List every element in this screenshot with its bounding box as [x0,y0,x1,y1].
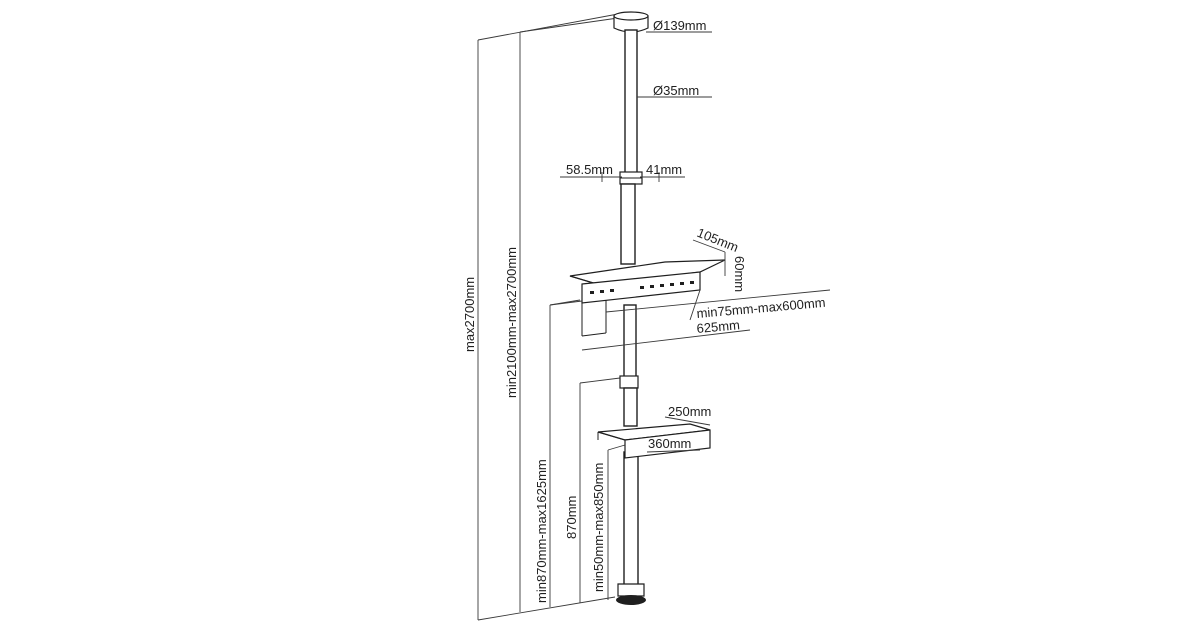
tv-bracket [549,239,831,351]
lower-pole [619,183,639,589]
clamp-right-label: 41mm [646,162,682,177]
bracket-height-range-label: min870mm-max1625mm [534,459,549,603]
upper-pole [624,29,712,179]
pole-diameter-label: Ø35mm [653,83,699,98]
tv-bracket-height-label: 60mm [732,256,747,292]
clamp-left-label: 58.5mm [566,162,613,177]
tv-bracket-depth-label: 105mm [695,225,741,255]
vesa-slots [590,281,694,294]
dimension-labels: Ø139mm Ø35mm 58.5mm 41mm 105mm 60mm min7… [462,18,826,603]
shelf-height-label: 870mm [564,496,579,539]
height-dimension-lines [477,13,626,621]
overall-max-height-label: max2700mm [462,277,477,352]
shelf [597,416,711,459]
shelf-height-range-label: min50mm-max850mm [591,463,606,592]
ceiling-plate-diameter-label: Ø139mm [653,18,706,33]
floor-base [616,583,646,605]
adjustable-height-label: min2100mm-max2700mm [504,247,519,398]
shelf-depth-label: 250mm [668,404,711,419]
shelf-width-label: 360mm [648,436,691,451]
tv-bracket-width-label: 625mm [696,317,741,336]
vesa-range-label: min75mm-max600mm [696,295,826,321]
ceiling-plate [613,11,712,33]
